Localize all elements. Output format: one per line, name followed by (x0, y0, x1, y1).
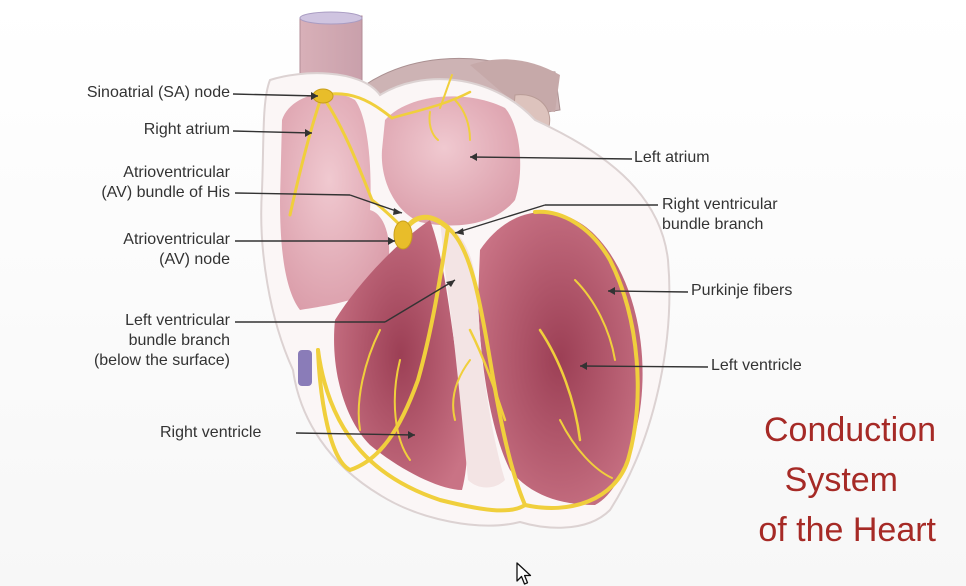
label-rv-branch-line1: Right ventricular (662, 195, 778, 215)
label-lv-branch-line1: Left ventricular (30, 311, 230, 331)
diagram-title-line2: System (785, 455, 898, 505)
label-rv-branch-line2: bundle branch (662, 215, 778, 235)
label-left-ventricle: Left ventricle (711, 356, 802, 376)
label-left-atrium: Left atrium (634, 148, 710, 168)
av-node (394, 221, 412, 249)
diagram-title-line3: of the Heart (758, 505, 936, 555)
label-purkinje-fibers: Purkinje fibers (691, 281, 792, 301)
label-av-node-line2: (AV) node (30, 250, 230, 270)
label-av-node-line1: Atrioventricular (30, 230, 230, 250)
mouse-pointer-icon (515, 562, 533, 586)
label-lv-branch-line2: bundle branch (30, 331, 230, 351)
label-right-atrium: Right atrium (30, 120, 230, 140)
label-right-ventricle: Right ventricle (160, 423, 261, 443)
label-av-bundle: Atrioventricular (AV) bundle of His (30, 163, 230, 203)
label-sa-node: Sinoatrial (SA) node (30, 83, 230, 103)
vena-cava-stub (298, 350, 312, 386)
diagram-title-line1: Conduction (764, 405, 936, 455)
label-av-bundle-line2: (AV) bundle of His (30, 183, 230, 203)
label-lv-bundle-branch: Left ventricular bundle branch (below th… (30, 311, 230, 371)
label-av-node: Atrioventricular (AV) node (30, 230, 230, 270)
label-rv-bundle-branch: Right ventricular bundle branch (662, 195, 778, 235)
label-av-bundle-line1: Atrioventricular (30, 163, 230, 183)
label-lv-branch-line3: (below the surface) (30, 351, 230, 371)
